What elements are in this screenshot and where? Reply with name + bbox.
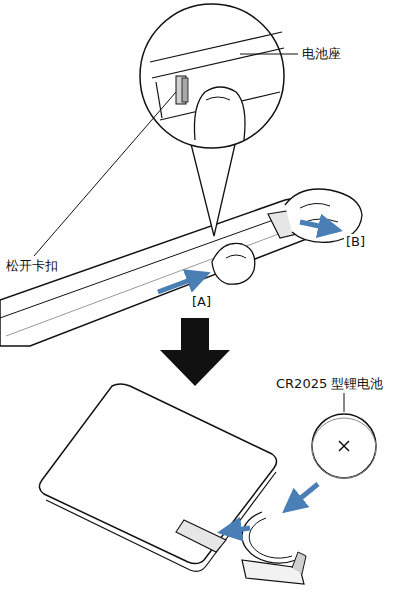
- tray-ring: [249, 518, 292, 558]
- tray-ring: [242, 512, 296, 563]
- battery-tray: [242, 512, 306, 584]
- remote-body: [0, 199, 335, 346]
- finger-line: [300, 203, 330, 208]
- direction-label: [A]: [190, 294, 213, 310]
- insert-arrow: [222, 528, 250, 532]
- latch: [182, 78, 188, 102]
- leader-line: [34, 92, 176, 256]
- leader-line: [240, 54, 298, 55]
- remote-shade: [6, 226, 300, 336]
- thumb-nail: [226, 255, 246, 258]
- magnifier-circle: [140, 4, 284, 148]
- battery-mark: [339, 441, 349, 451]
- thumb-nail: [206, 97, 230, 100]
- battery-edge: [312, 418, 376, 478]
- coin-battery: [312, 414, 376, 478]
- tray-latch: [292, 552, 306, 574]
- pressing-thumb: [212, 243, 255, 284]
- insert-arrow: [286, 484, 318, 510]
- leader-line: [344, 393, 345, 412]
- magnified-thumb: [194, 87, 245, 140]
- pull-arrow: [300, 222, 338, 230]
- remote-edge: [46, 472, 276, 571]
- holder-edge: [156, 82, 162, 118]
- part-label: CR2025 型锂电池: [274, 376, 385, 392]
- battery-slot: [176, 520, 226, 552]
- remote-body: [39, 384, 276, 564]
- part-label: 电池座: [300, 46, 343, 62]
- magnified-detail: [150, 32, 284, 140]
- step-arrow: [160, 318, 230, 386]
- holder-edge: [150, 32, 282, 62]
- magnifier-pointer: [190, 140, 236, 236]
- holder-edge: [152, 48, 284, 78]
- push-arrow: [158, 274, 206, 292]
- part-label: 松开卡扣: [4, 258, 60, 274]
- direction-label: [B]: [344, 234, 367, 250]
